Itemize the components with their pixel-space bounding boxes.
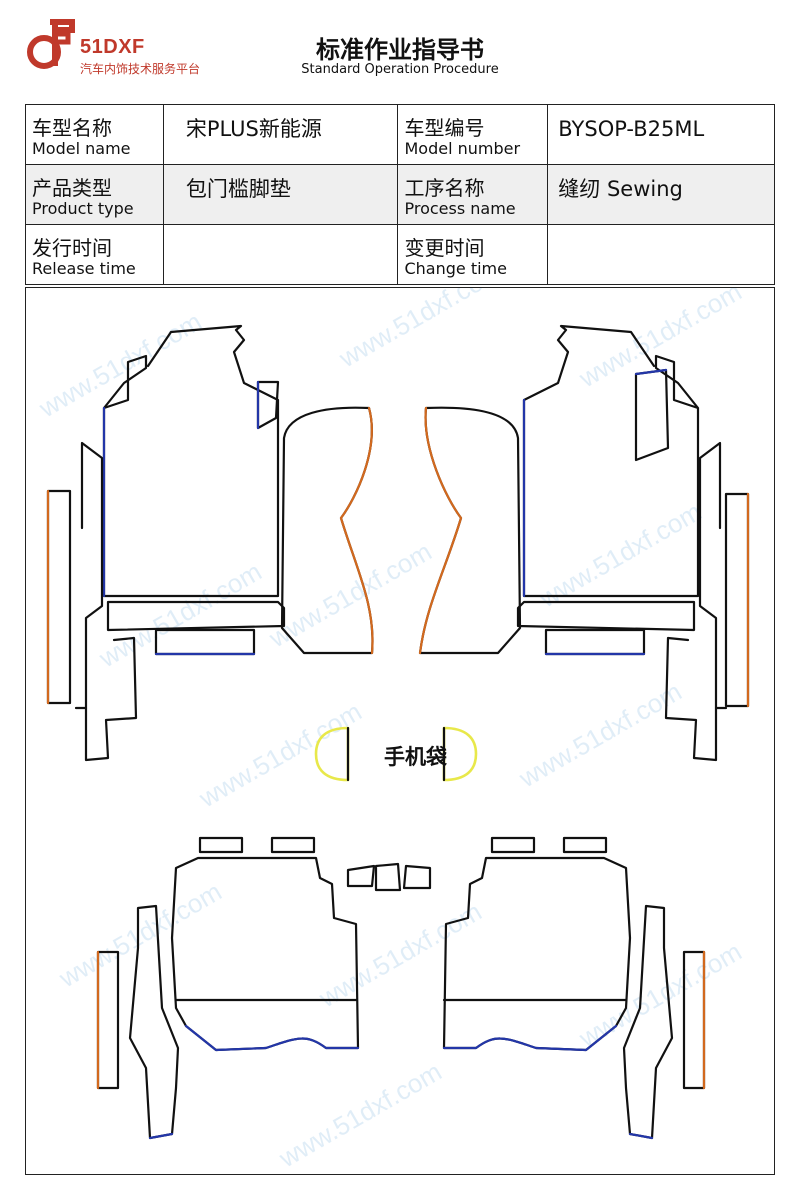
pattern-piece [490, 836, 536, 854]
pattern-piece [270, 836, 316, 854]
value-cell: 宋PLUS新能源 [162, 104, 399, 165]
phone-pocket-left [314, 726, 350, 782]
value-cell: 包门槛脚垫 [162, 164, 399, 225]
info-row: 产品类型 Product type 包门槛脚垫 工序名称 Process nam… [25, 164, 775, 225]
watermark-text: www.51dxf.com [333, 288, 507, 374]
label-cell: 车型编号 Model number [397, 104, 549, 165]
watermark-text: www.51dxf.com [573, 288, 747, 394]
label-model-name-cn: 车型名称 [32, 116, 112, 140]
watermark-text: www.51dxf.com [513, 676, 687, 794]
watermark-text: www.51dxf.com [53, 876, 227, 994]
logo-subtitle: 汽车内饰技术服务平台 [80, 62, 201, 76]
label-cell: 车型名称 Model name [25, 104, 164, 165]
label-release-time-cn: 发行时间 [32, 236, 112, 260]
pattern-piece [724, 492, 750, 708]
watermark-layer: www.51dxf.com www.51dxf.com www.51dxf.co… [33, 288, 747, 1174]
label-model-number-cn: 车型编号 [404, 116, 485, 140]
pattern-piece [516, 600, 696, 632]
label-cell: 变更时间 Change time [397, 224, 549, 285]
pattern-piece [102, 324, 280, 598]
label-cell: 发行时间 Release time [25, 224, 164, 285]
pattern-piece [198, 836, 244, 854]
label-cell: 工序名称 Process name [397, 164, 549, 225]
label-release-time-en: Release time [32, 259, 136, 278]
document-header: 51DXF 汽车内饰技术服务平台 标准作业指导书 Standard Operat… [0, 0, 800, 100]
logo-mark-icon [27, 19, 75, 69]
label-product-type-cn: 产品类型 [32, 176, 112, 200]
value-process-name: 缝纫 Sewing [558, 177, 683, 201]
pattern-piece [418, 406, 463, 655]
value-model-number: BYSOP-B25ML [558, 117, 705, 141]
pattern-piece [562, 836, 608, 854]
pattern-drawing: www.51dxf.com www.51dxf.com www.51dxf.co… [25, 287, 775, 1175]
label-model-name-en: Model name [32, 139, 131, 158]
pattern-piece [698, 441, 728, 710]
pattern-pieces [46, 324, 750, 1140]
pattern-piece [339, 406, 374, 655]
label-process-name-en: Process name [404, 199, 516, 218]
value-cell [547, 224, 775, 285]
value-cell: BYSOP-B25ML [547, 104, 775, 165]
pattern-piece [664, 636, 718, 762]
pattern-piece [374, 862, 402, 892]
pattern-drawing-svg: www.51dxf.com www.51dxf.com www.51dxf.co… [33, 288, 750, 1174]
pattern-piece [84, 636, 138, 762]
pattern-piece [346, 864, 376, 888]
pattern-piece [442, 1024, 618, 1052]
pattern-piece [402, 864, 432, 890]
label-product-type-en: Product type [32, 199, 134, 218]
page-subtitle: Standard Operation Procedure [301, 62, 499, 77]
pattern-piece [148, 1132, 174, 1140]
value-cell [162, 224, 399, 285]
pattern-piece [634, 368, 670, 462]
label-process-name-cn: 工序名称 [404, 176, 485, 200]
watermark-text: www.51dxf.com [93, 556, 267, 674]
pattern-piece [634, 368, 668, 376]
pattern-piece [184, 1024, 360, 1052]
watermark-text: www.51dxf.com [573, 936, 747, 1054]
info-row: 车型名称 Model name 宋PLUS新能源 车型编号 Model numb… [25, 104, 775, 165]
label-cell: 产品类型 Product type [25, 164, 164, 225]
pattern-piece [628, 1132, 654, 1140]
logo-text: 51DXF [80, 36, 145, 58]
value-cell: 缝纫 Sewing [547, 164, 775, 225]
watermark-text: www.51dxf.com [193, 696, 367, 814]
pattern-piece [106, 600, 286, 632]
phone-pocket-right [442, 726, 478, 782]
phone-pocket-label: 手机袋 [384, 745, 447, 769]
pattern-piece [418, 406, 522, 655]
pattern-piece [256, 380, 280, 430]
watermark-text: www.51dxf.com [313, 896, 487, 1014]
label-change-time-en: Change time [404, 259, 507, 278]
value-product-type: 包门槛脚垫 [185, 177, 291, 201]
pattern-piece [544, 628, 646, 656]
value-model-name: 宋PLUS新能源 [185, 117, 322, 141]
pattern-piece [74, 441, 104, 710]
label-change-time-cn: 变更时间 [404, 236, 485, 260]
page-title: 标准作业指导书 [316, 36, 484, 64]
pattern-piece [46, 489, 72, 705]
info-table: 车型名称 Model name 宋PLUS新能源 车型编号 Model numb… [25, 104, 775, 285]
info-row: 发行时间 Release time 变更时间 Change time [25, 224, 775, 285]
watermark-text: www.51dxf.com [33, 306, 207, 424]
label-model-number-en: Model number [404, 139, 521, 158]
watermark-text: www.51dxf.com [273, 1056, 447, 1174]
